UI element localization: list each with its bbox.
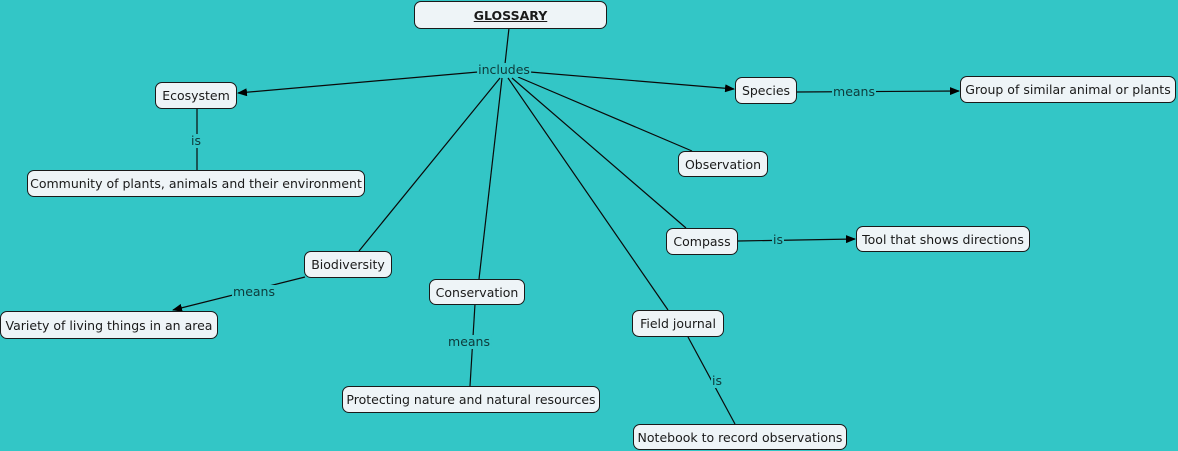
link-label-species-means: means xyxy=(832,84,876,99)
arrow-species-means xyxy=(795,87,960,96)
line-root-includes xyxy=(504,27,510,65)
concept-glossary[interactable]: GLOSSARY xyxy=(414,1,607,29)
link-label-compass-is: is xyxy=(772,232,784,247)
line-includes-conservation xyxy=(478,77,503,280)
concept-species[interactable]: Species xyxy=(735,77,797,104)
concept-biodiversity[interactable]: Biodiversity xyxy=(304,251,392,278)
arrow-includes-species xyxy=(529,71,735,93)
arrow-compass-is xyxy=(737,235,856,244)
concept-field-journal-definition[interactable]: Notebook to record observations xyxy=(633,424,847,450)
concept-ecosystem[interactable]: Ecosystem xyxy=(155,82,237,109)
link-label-fieldjournal-is: is xyxy=(711,373,723,388)
link-label-conservation-means: means xyxy=(447,334,491,349)
line-includes-fieldjournal xyxy=(507,77,669,311)
link-label-biodiversity-means: means xyxy=(232,284,276,299)
line-includes-biodiversity xyxy=(358,77,501,252)
concept-species-definition[interactable]: Group of similar animal or plants xyxy=(960,76,1176,103)
concept-conservation[interactable]: Conservation xyxy=(429,279,525,305)
link-label-includes: includes xyxy=(477,62,531,77)
arrow-includes-ecosystem xyxy=(237,71,479,97)
concept-conservation-definition[interactable]: Protecting nature and natural resources xyxy=(342,386,600,413)
line-includes-compass xyxy=(511,77,687,229)
concept-biodiversity-definition[interactable]: Variety of living things in an area xyxy=(0,311,218,339)
concept-compass[interactable]: Compass xyxy=(666,228,738,255)
link-label-ecosystem-is: is xyxy=(190,133,202,148)
concept-ecosystem-definition[interactable]: Community of plants, animals and their e… xyxy=(27,170,365,197)
line-includes-observation xyxy=(517,76,693,152)
concept-observation[interactable]: Observation xyxy=(678,151,768,177)
concept-field-journal[interactable]: Field journal xyxy=(632,310,724,337)
concept-compass-definition[interactable]: Tool that shows directions xyxy=(856,226,1030,252)
